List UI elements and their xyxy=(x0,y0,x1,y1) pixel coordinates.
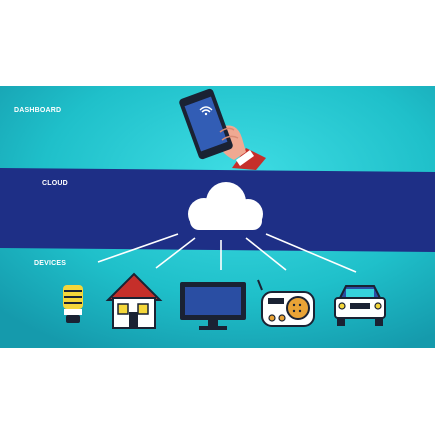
radio-icon xyxy=(257,279,315,327)
car-icon xyxy=(334,285,386,326)
cloud-label: CLOUD xyxy=(42,180,68,187)
link-bulb xyxy=(97,233,179,263)
monitor-icon xyxy=(180,282,246,330)
dashboard-label: DASHBOARD xyxy=(14,107,62,114)
link-house xyxy=(155,237,196,269)
link-car xyxy=(265,233,357,273)
wifi-icon xyxy=(199,106,213,116)
hand-holding-phone-icon xyxy=(179,88,266,170)
house-icon xyxy=(105,272,163,329)
connection-lines xyxy=(97,233,357,273)
cloud-icon xyxy=(188,182,263,230)
devices-label: DEVICES xyxy=(34,260,67,267)
light-bulb-icon xyxy=(63,285,83,323)
link-radio xyxy=(245,237,287,271)
